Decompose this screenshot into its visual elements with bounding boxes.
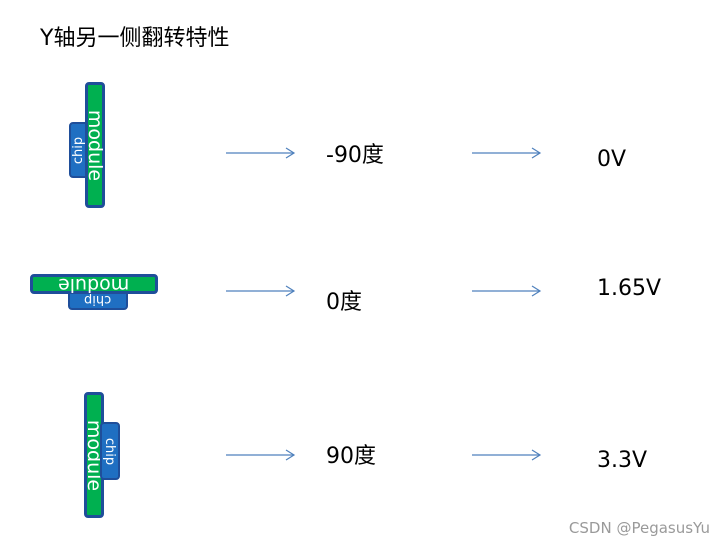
voltage-label: 0V: [597, 147, 627, 172]
arrow-right: [226, 146, 298, 160]
module-label: module: [84, 109, 107, 181]
watermark: CSDN @PegasusYu: [568, 519, 710, 537]
arrow-right: [226, 448, 298, 462]
angle-label: -90度: [326, 143, 384, 168]
module: module: [84, 82, 107, 208]
device-orientation-minus-90: chip module: [66, 82, 107, 210]
angle-label: 0度: [326, 290, 362, 315]
voltage-label: 3.3V: [597, 448, 648, 473]
chip-label: chip: [102, 437, 118, 465]
angle-label: 90度: [326, 444, 376, 469]
module-label: module: [58, 273, 130, 296]
arrow-right: [226, 284, 298, 298]
module: module: [30, 273, 158, 296]
diagram-title: Y轴另一侧翻转特性: [40, 26, 230, 51]
arrow-right: [472, 284, 544, 298]
arrow-right: [472, 448, 544, 462]
chip: chip: [100, 422, 120, 480]
voltage-label: 1.65V: [597, 276, 662, 301]
device-orientation-0: chip module: [30, 274, 160, 312]
device-orientation-90: module chip: [84, 392, 124, 520]
arrow-right: [472, 146, 544, 160]
